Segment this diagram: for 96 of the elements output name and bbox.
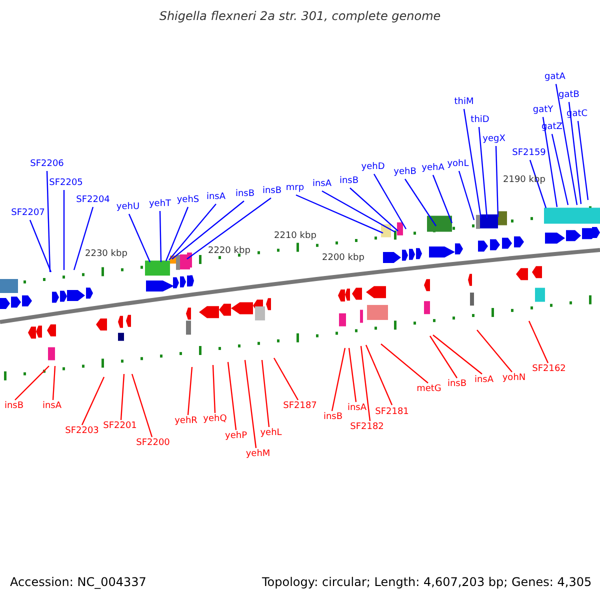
diagram-title: Shigella flexneri 2a str. 301, complete genome <box>159 10 441 22</box>
gene-label: yehS <box>176 195 200 206</box>
leader-line <box>458 170 475 220</box>
gene-label: mrp <box>286 183 304 194</box>
leader-line <box>463 108 482 218</box>
gene-label: insB <box>4 401 24 412</box>
gene-label: gatA <box>544 72 566 83</box>
leader-line <box>46 170 51 272</box>
gene-label: insB <box>323 412 343 423</box>
gene-label: insB <box>235 189 255 200</box>
leader-line <box>432 174 453 224</box>
leader-line <box>73 206 94 270</box>
gene-label: yehM <box>246 449 270 460</box>
gene-label: SF2159 <box>512 148 546 159</box>
leader-line <box>350 188 398 232</box>
leader-line <box>261 360 270 428</box>
gene-label: yehA <box>422 163 444 174</box>
leader-line <box>273 358 299 400</box>
leader-line <box>52 366 56 400</box>
leader-line <box>373 174 407 230</box>
gene-label: insB <box>262 186 282 197</box>
gene-label: yegX <box>482 134 506 145</box>
leader-line <box>81 376 105 426</box>
leader-line <box>365 344 393 406</box>
leader-line <box>296 194 384 234</box>
gene-label: yehU <box>116 202 140 213</box>
gene-label: SF2207 <box>11 208 45 219</box>
gene-label: yehP <box>225 431 247 442</box>
gene-label: insA <box>474 375 494 386</box>
gene-label: metG <box>416 384 442 395</box>
leader-line <box>212 364 216 414</box>
leader-line <box>551 134 569 206</box>
gene-label: insB <box>447 379 467 390</box>
gene-label: insA <box>206 192 226 203</box>
leader-line <box>227 362 237 430</box>
leader-line <box>360 346 371 422</box>
gene-label: gatB <box>558 90 580 101</box>
leader-line <box>528 320 549 364</box>
leader-line <box>159 210 162 262</box>
leader-line <box>120 374 125 420</box>
gene-label: insB <box>339 176 359 187</box>
gene-label: SF2182 <box>350 422 384 433</box>
gene-label: SF2162 <box>532 364 566 375</box>
leader-line <box>187 366 193 416</box>
leader-line <box>476 330 512 372</box>
leader-line <box>404 178 436 226</box>
gene-label: yohN <box>502 373 526 384</box>
leader-line <box>128 214 151 262</box>
leader-line <box>244 360 257 448</box>
leader-line <box>322 190 396 233</box>
scale-label: 2230 kbp <box>85 248 128 260</box>
leader-line <box>165 206 189 262</box>
gene-label: yehL <box>260 428 282 439</box>
gene-label: SF2187 <box>283 401 317 412</box>
gene-label: SF2204 <box>76 195 110 206</box>
gene-label: yehQ <box>203 414 227 425</box>
leader-line <box>555 84 578 206</box>
leader-line <box>430 336 458 378</box>
leader-line <box>568 102 582 204</box>
scale-label: 2210 kbp <box>274 230 316 242</box>
gene-label: yehT <box>148 199 172 210</box>
leader-line <box>29 220 52 272</box>
leader-line <box>186 198 272 260</box>
gene-label: insA <box>312 179 332 190</box>
leader-line <box>172 200 244 260</box>
gene-label: SF2206 <box>30 159 64 170</box>
gene-label: SF2205 <box>49 178 83 189</box>
gene-label: thiD <box>470 115 490 126</box>
footer-text: Topology: circular; Length: 4,607,203 bp; Genes: 4,305 <box>262 576 592 588</box>
gene-label: SF2200 <box>136 438 170 449</box>
scale-label: 2220 kbp <box>208 245 250 257</box>
gene-label: thiM <box>454 97 474 108</box>
gene-label: yehR <box>174 416 198 427</box>
leader-line <box>63 190 65 270</box>
gene-label: yohL <box>447 159 469 170</box>
scale-label: 2200 kbp <box>322 252 364 264</box>
gene-label: SF2201 <box>103 421 137 432</box>
leader-line <box>432 334 482 374</box>
leader-line <box>348 348 357 402</box>
leader-line <box>380 344 428 384</box>
leader-line <box>577 120 589 200</box>
gene-label: SF2203 <box>65 426 99 437</box>
gene-label: yehD <box>361 162 385 173</box>
footer-text: Accession: NC_004337 <box>10 576 146 588</box>
leader-line <box>168 204 216 260</box>
gene-label: gatY <box>532 105 554 116</box>
leader-line <box>495 146 499 218</box>
leader-line <box>542 116 558 208</box>
gene-label: insA <box>42 401 62 412</box>
gene-label: yehB <box>394 167 416 178</box>
gene-label: insA <box>347 403 367 414</box>
leader-line <box>14 366 50 400</box>
leader-line <box>331 348 346 412</box>
leader-line <box>131 374 153 438</box>
leader-line <box>478 126 488 218</box>
gene-label: SF2181 <box>375 407 409 418</box>
